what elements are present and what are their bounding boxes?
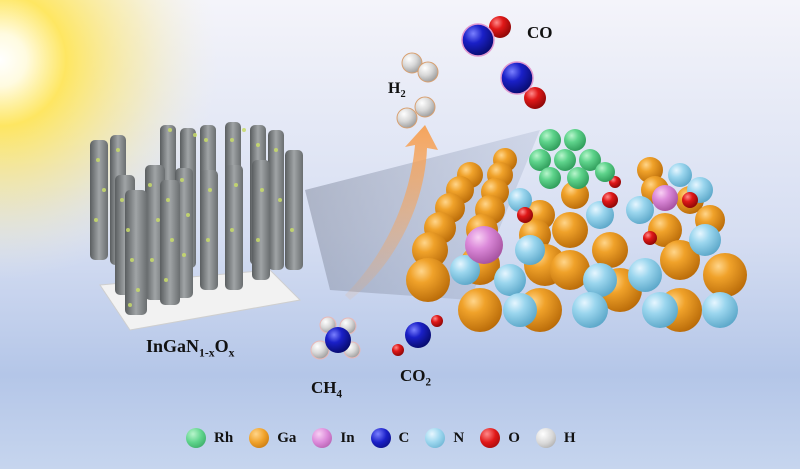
legend-item-h: H <box>535 428 576 448</box>
n-atom-icon <box>425 428 446 448</box>
in-atom-icon <box>312 428 333 448</box>
material-label: InGaN1-xOx <box>146 336 235 360</box>
co-molecules <box>461 16 546 109</box>
catalyst-surface <box>406 129 747 332</box>
ga-atom-icon <box>249 428 270 448</box>
legend-item-rh: Rh <box>186 428 233 448</box>
legend-item-c: C <box>370 428 409 448</box>
ch4-reactant-label: CH4 <box>311 378 343 401</box>
c-atom-icon <box>370 428 391 448</box>
co2-molecule <box>392 315 443 356</box>
legend-item-in: In <box>312 428 355 448</box>
legend-item-n: N <box>425 428 464 448</box>
element-legend: Rh Ga In C N O H <box>186 428 592 448</box>
reaction-arrow <box>345 125 438 300</box>
legend-item-o: O <box>480 428 520 448</box>
h2-product-label: H2 <box>388 80 406 101</box>
h-atom-icon <box>535 428 556 448</box>
co2-reactant-label: CO2 <box>400 366 432 389</box>
nanowire-array <box>90 122 303 315</box>
ch4-molecule <box>310 316 361 360</box>
h2-molecules <box>396 52 439 129</box>
o-atom-icon <box>480 428 501 448</box>
rh-atom-icon <box>186 428 206 448</box>
legend-item-ga: Ga <box>249 428 296 448</box>
co-product-label: CO <box>527 23 553 42</box>
